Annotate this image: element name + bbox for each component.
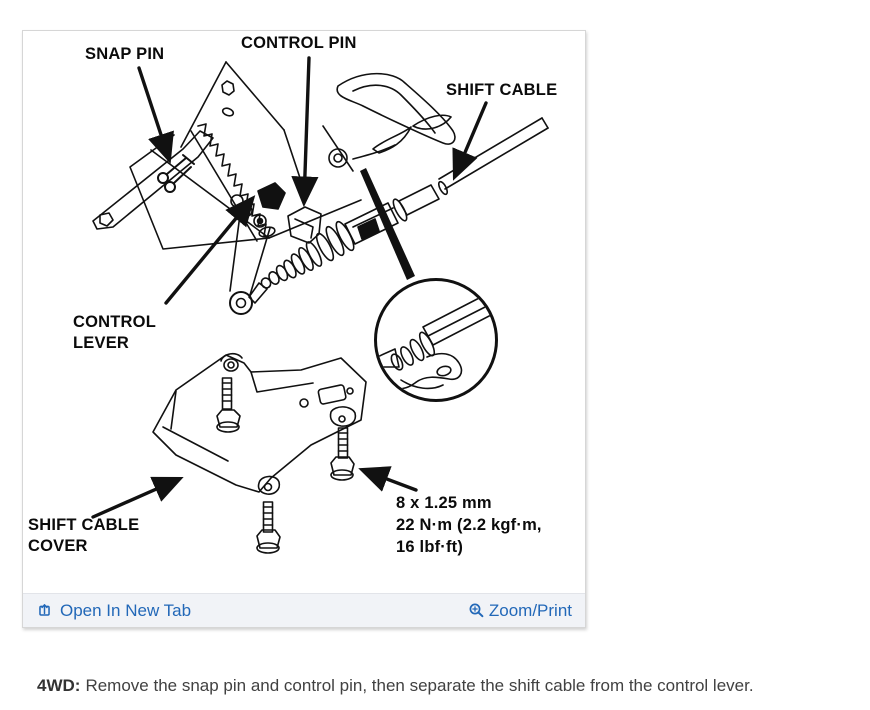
control-lever-arrow bbox=[164, 195, 256, 305]
caption-text: Remove the snap pin and control pin, the… bbox=[85, 676, 754, 695]
zoom-print-label: Zoom/Print bbox=[488, 601, 572, 620]
magnifier-inset-drawing bbox=[374, 278, 498, 402]
bolt-drawing-right bbox=[330, 427, 355, 481]
snap-pin-drawing bbox=[157, 154, 195, 193]
technical-diagram: SNAP PIN CONTROL PIN SHIFT CABLE CONTROL… bbox=[23, 31, 585, 593]
torque-arrow bbox=[358, 466, 418, 492]
line-art-illustration bbox=[91, 56, 549, 554]
shift-cable-label: SHIFT CABLE bbox=[446, 81, 558, 99]
control-pin-arrow bbox=[291, 56, 319, 208]
torque-spec-label: 8 x 1.25 mm 22 N·m (2.2 kgf·m, 16 lbf·ft… bbox=[396, 494, 542, 556]
magnifier-plus-icon bbox=[469, 603, 484, 618]
bolt-drawing-top bbox=[216, 377, 241, 433]
zoom-print-link[interactable]: Zoom/Print bbox=[468, 602, 572, 619]
magnifier-leader bbox=[360, 168, 415, 280]
open-in-new-tab-link[interactable]: Open In New Tab bbox=[36, 602, 191, 619]
shift-cable-cover-drawing bbox=[152, 352, 367, 495]
control-pin-label: CONTROL PIN bbox=[241, 34, 357, 52]
shift-cable-cover-label: SHIFT CABLE COVER bbox=[28, 516, 140, 555]
snap-pin-label: SNAP PIN bbox=[85, 45, 165, 63]
label-arrows bbox=[91, 56, 488, 519]
bolt-drawing-bottom bbox=[256, 501, 281, 554]
cover-arrow bbox=[91, 476, 184, 519]
open-in-new-tab-icon bbox=[39, 604, 50, 616]
gear-lever-drawing bbox=[322, 72, 456, 172]
snap-pin-arrow bbox=[137, 66, 174, 164]
diagram-viewer-panel: SNAP PIN CONTROL PIN SHIFT CABLE CONTROL… bbox=[22, 30, 586, 628]
step-caption: 4WD:Remove the snap pin and control pin,… bbox=[37, 676, 847, 696]
shift-cable-arrow bbox=[452, 101, 488, 181]
open-in-new-tab-label: Open In New Tab bbox=[60, 601, 192, 620]
caption-prefix: 4WD: bbox=[37, 676, 81, 695]
control-lever-label: CONTROL LEVER bbox=[73, 313, 156, 352]
viewer-toolbar: Open In New Tab Zoom/Print bbox=[23, 593, 585, 627]
